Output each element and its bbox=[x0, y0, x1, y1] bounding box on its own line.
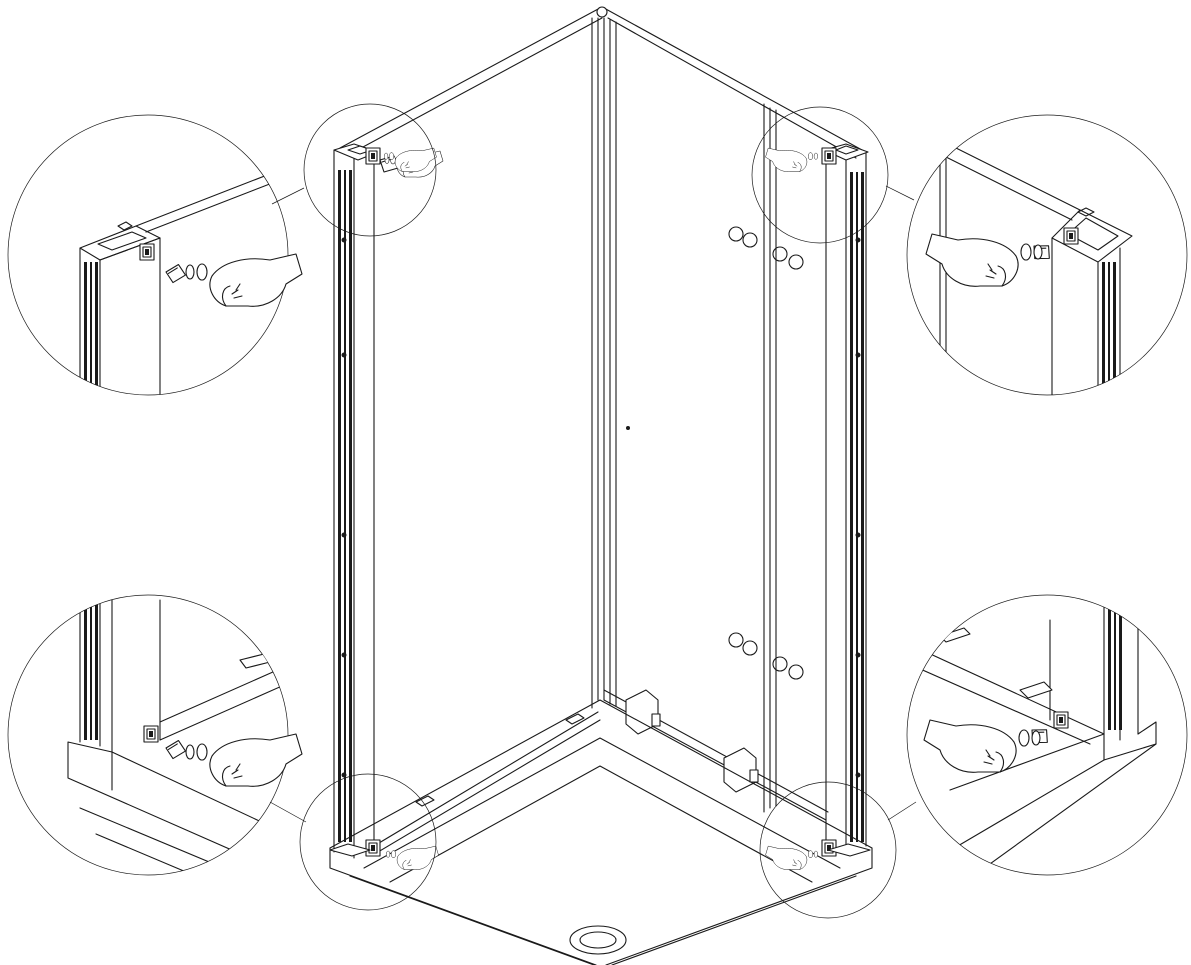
shower-tray bbox=[329, 699, 873, 965]
drain bbox=[569, 925, 627, 955]
detail-bottom-right bbox=[906, 594, 1188, 876]
right-front-post bbox=[823, 143, 869, 853]
rear-corner-post bbox=[591, 17, 617, 709]
callout-markers bbox=[269, 103, 917, 919]
top-rail-left bbox=[339, 7, 603, 155]
detail-top-left bbox=[7, 114, 303, 396]
detail-top-right bbox=[906, 114, 1188, 396]
top-rail-right bbox=[603, 7, 863, 159]
bottom-rail-left bbox=[373, 711, 601, 853]
door-hinge-upper bbox=[625, 689, 661, 735]
detail-bottom-left bbox=[7, 594, 303, 876]
enclosure bbox=[329, 6, 873, 965]
door-panel bbox=[626, 103, 804, 813]
corner-cap bbox=[596, 6, 608, 18]
left-front-post bbox=[333, 143, 379, 859]
